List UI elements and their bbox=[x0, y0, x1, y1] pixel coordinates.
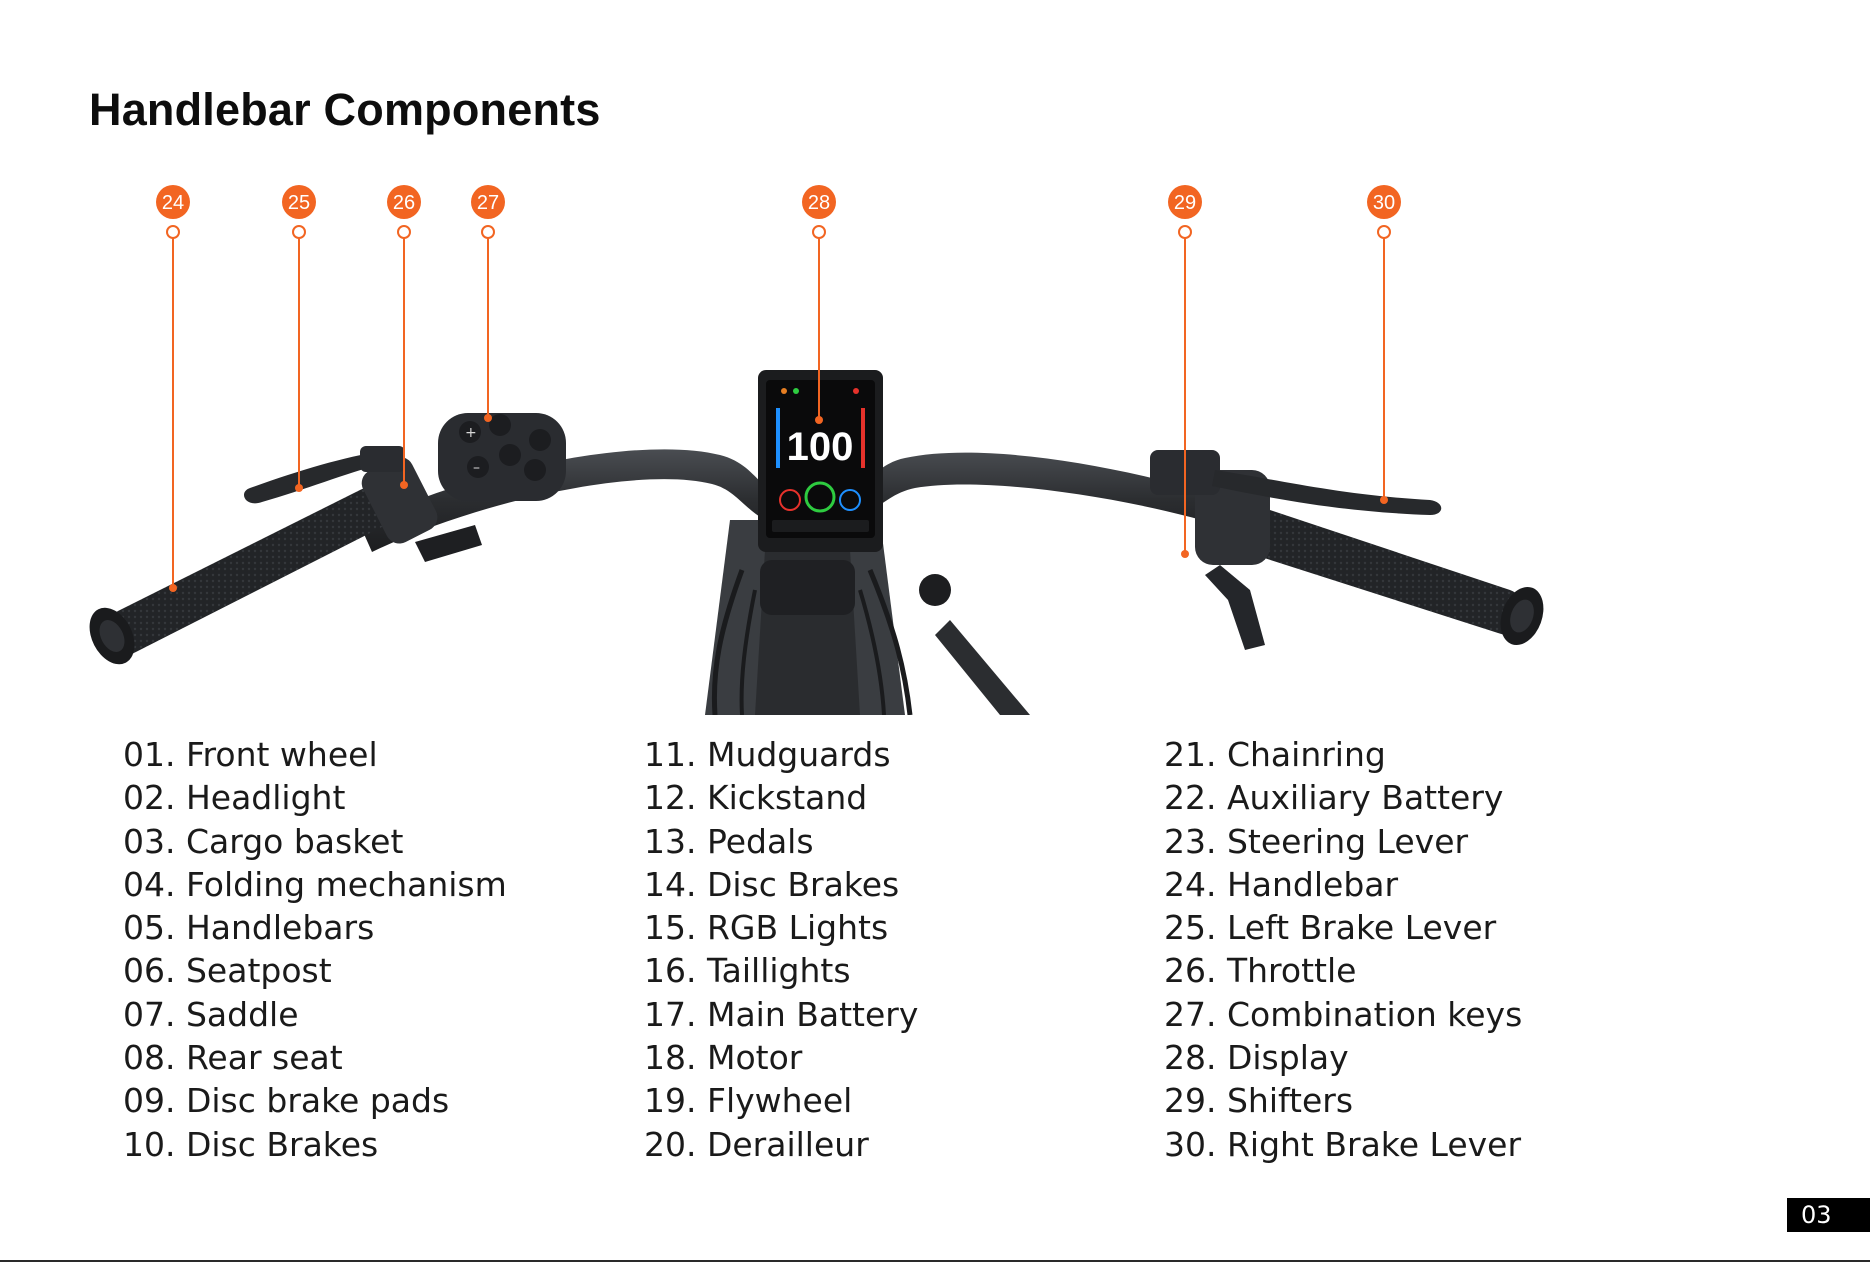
callout-marker bbox=[387, 185, 421, 219]
callout-tip bbox=[1181, 550, 1189, 558]
list-item: 09. Disc brake pads bbox=[123, 1081, 450, 1121]
list-item: 16. Taillights bbox=[644, 951, 851, 991]
callout-label: 27 bbox=[477, 192, 499, 214]
list-item: 25. Left Brake Lever bbox=[1164, 908, 1497, 948]
callout-ring bbox=[481, 225, 495, 239]
callout-24: 24 bbox=[156, 185, 190, 592]
callout-tip bbox=[815, 416, 823, 424]
parts-list: 01. Front wheel 02. Headlight 03. Cargo … bbox=[0, 733, 1870, 1173]
callout-ring bbox=[1377, 225, 1391, 239]
combination-keys: + – bbox=[438, 413, 566, 501]
callout-label: 28 bbox=[808, 192, 830, 214]
callout-ring bbox=[166, 225, 180, 239]
list-item: 17. Main Battery bbox=[644, 994, 919, 1034]
right-grip bbox=[1150, 450, 1544, 650]
callout-label: 24 bbox=[162, 192, 184, 214]
callout-layer: 24 25 26 27 28 29 30 bbox=[156, 185, 1401, 592]
list-item: 08. Rear seat bbox=[123, 1038, 343, 1078]
callout-label: 25 bbox=[288, 192, 310, 214]
left-brake-lever bbox=[243, 446, 405, 504]
list-item: 21. Chainring bbox=[1164, 735, 1386, 774]
list-item: 29. Shifters bbox=[1164, 1081, 1354, 1121]
list-item: 19. Flywheel bbox=[644, 1081, 853, 1121]
callout-tip bbox=[295, 484, 303, 492]
list-item: 13. Pedals bbox=[644, 821, 814, 861]
list-item: 03. Cargo basket bbox=[123, 821, 404, 861]
parts-column-2: 11. Mudguards 12. Kickstand 13. Pedals 1… bbox=[644, 733, 918, 1166]
list-item: 23. Steering Lever bbox=[1164, 821, 1469, 861]
callout-tip bbox=[169, 584, 177, 592]
display-speed: 100 bbox=[787, 425, 854, 469]
callout-marker bbox=[282, 185, 316, 219]
callout-29: 29 bbox=[1168, 185, 1202, 558]
callout-marker bbox=[802, 185, 836, 219]
callout-label: 29 bbox=[1174, 192, 1196, 214]
parts-column-1: 01. Front wheel 02. Headlight 03. Cargo … bbox=[123, 733, 507, 1166]
callout-tip bbox=[400, 481, 408, 489]
callout-ring bbox=[812, 225, 826, 239]
callout-tip bbox=[484, 414, 492, 422]
callout-label: 26 bbox=[393, 192, 415, 214]
list-item: 30. Right Brake Lever bbox=[1164, 1124, 1522, 1164]
svg-text:–: – bbox=[473, 460, 480, 476]
left-grip bbox=[89, 456, 482, 665]
display-screen-icon: 100 bbox=[758, 370, 883, 552]
list-item: 24. Handlebar bbox=[1164, 864, 1399, 904]
callout-ring bbox=[397, 225, 411, 239]
list-item: 05. Handlebars bbox=[123, 908, 375, 948]
list-item: 12. Kickstand bbox=[644, 778, 868, 818]
list-item: 14. Disc Brakes bbox=[644, 864, 900, 904]
handlebar-figure: + – 100 bbox=[0, 170, 1870, 715]
callout-tip bbox=[1380, 496, 1388, 504]
list-item: 06. Seatpost bbox=[123, 951, 332, 991]
list-item: 26. Throttle bbox=[1164, 951, 1357, 991]
callout-28: 28 bbox=[802, 185, 836, 424]
page-title: Handlebar Components bbox=[89, 84, 601, 135]
list-item: 10. Disc Brakes bbox=[123, 1124, 379, 1164]
callout-27: 27 bbox=[471, 185, 505, 422]
list-item: 27. Combination keys bbox=[1164, 994, 1523, 1034]
list-item: 07. Saddle bbox=[123, 994, 299, 1034]
list-item: 28. Display bbox=[1164, 1038, 1349, 1078]
stem bbox=[705, 520, 1030, 715]
list-item: 22. Auxiliary Battery bbox=[1164, 778, 1504, 818]
list-item: 01. Front wheel bbox=[123, 735, 378, 774]
svg-text:+: + bbox=[465, 425, 477, 441]
callout-30: 30 bbox=[1367, 185, 1401, 504]
callout-25: 25 bbox=[282, 185, 316, 492]
callout-label: 30 bbox=[1373, 192, 1395, 214]
callout-marker bbox=[1367, 185, 1401, 219]
bottom-divider bbox=[0, 1260, 1870, 1262]
list-item: 11. Mudguards bbox=[644, 735, 891, 774]
list-item: 20. Derailleur bbox=[644, 1124, 869, 1164]
handlebar-illustration: + – 100 bbox=[89, 185, 1544, 715]
callout-marker bbox=[1168, 185, 1202, 219]
parts-column-3: 21. Chainring 22. Auxiliary Battery 23. … bbox=[1164, 733, 1522, 1166]
list-item: 18. Motor bbox=[644, 1038, 803, 1078]
callout-26: 26 bbox=[387, 185, 421, 489]
callout-marker bbox=[156, 185, 190, 219]
list-item: 02. Headlight bbox=[123, 778, 346, 818]
page-number: 03 bbox=[1787, 1198, 1870, 1232]
callout-ring bbox=[292, 225, 306, 239]
callout-marker bbox=[471, 185, 505, 219]
callout-ring bbox=[1178, 225, 1192, 239]
list-item: 04. Folding mechanism bbox=[123, 864, 507, 904]
list-item: 15. RGB Lights bbox=[644, 908, 889, 948]
